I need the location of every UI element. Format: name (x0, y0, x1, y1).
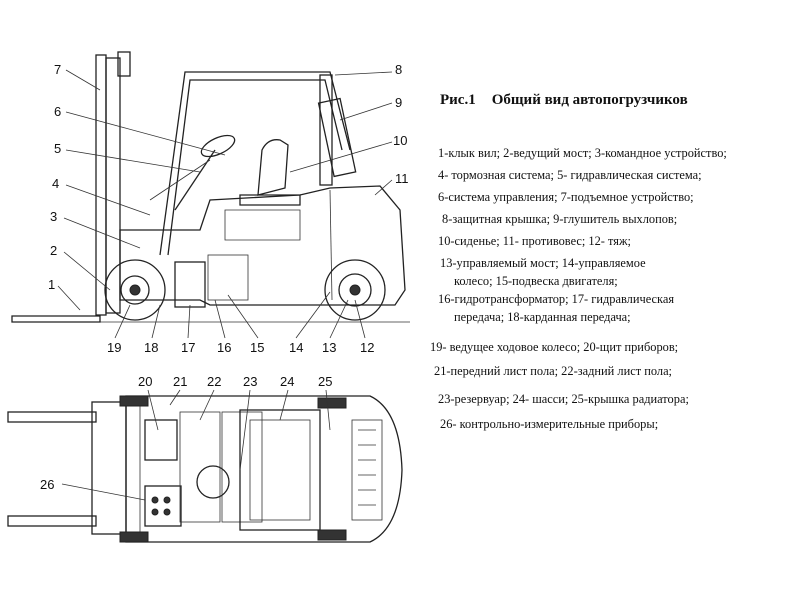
legend-line: 13-управляемый мост; 14-управляемое (440, 256, 646, 270)
top-view: 20 21 22 23 24 25 26 (7, 374, 403, 543)
figure-caption: Общий вид автопогрузчиков (491, 92, 688, 108)
legend-line: колесо; 15-подвеска двигателя; (454, 274, 618, 288)
label-19: 19 (107, 340, 121, 355)
label-16: 16 (217, 340, 231, 355)
label-23: 23 (243, 374, 257, 389)
label-1: 1 (48, 277, 55, 292)
label-18: 18 (144, 340, 158, 355)
legend-line: 26- контрольно-измерительные приборы; (440, 417, 659, 431)
label-13: 13 (322, 340, 336, 355)
label-26: 26 (40, 477, 54, 492)
label-22: 22 (207, 374, 221, 389)
label-20: 20 (138, 374, 152, 389)
label-11: 11 (395, 171, 409, 186)
label-9: 9 (395, 95, 402, 110)
legend-line: 16-гидротрансформатор; 17- гидравлическа… (438, 292, 675, 306)
legend-line: 8-защитная крышка; 9-глушитель выхлопов; (442, 212, 678, 226)
legend-line: 4- тормозная система; 5- гидравлическая … (438, 168, 702, 182)
label-12: 12 (360, 340, 374, 355)
label-3: 3 (50, 209, 57, 224)
label-25: 25 (318, 374, 332, 389)
legend-line: передача; 18-карданная передача; (454, 310, 631, 324)
figure-title: Рис.1 Общий вид автопогрузчиков (440, 92, 704, 109)
label-10: 10 (393, 133, 407, 148)
label-8: 8 (395, 62, 402, 77)
label-24: 24 (280, 374, 294, 389)
label-7: 7 (54, 62, 61, 77)
side-view: 1 2 3 4 5 6 7 8 9 10 11 12 13 14 15 16 1… (11, 51, 410, 355)
legend-line: 19- ведущее ходовое колесо; 20-щит прибо… (430, 340, 679, 354)
figure-label: Рис.1 (440, 92, 476, 108)
label-4: 4 (52, 176, 59, 191)
label-15: 15 (250, 340, 264, 355)
label-2: 2 (50, 243, 57, 258)
legend-line: 1-клык вил; 2-ведущий мост; 3-командное … (438, 146, 727, 160)
legend-line: 10-сиденье; 11- противовес; 12- тяж; (438, 234, 631, 248)
legend-line: 6-система управления; 7-подъемное устрой… (438, 190, 694, 204)
label-21: 21 (173, 374, 187, 389)
label-5: 5 (54, 141, 61, 156)
label-6: 6 (54, 104, 61, 119)
label-17: 17 (181, 340, 195, 355)
legend-line: 23-резервуар; 24- шасси; 25-крышка радиа… (438, 392, 689, 406)
legend-line: 21-передний лист пола; 22-задний лист по… (434, 364, 673, 378)
label-14: 14 (289, 340, 303, 355)
